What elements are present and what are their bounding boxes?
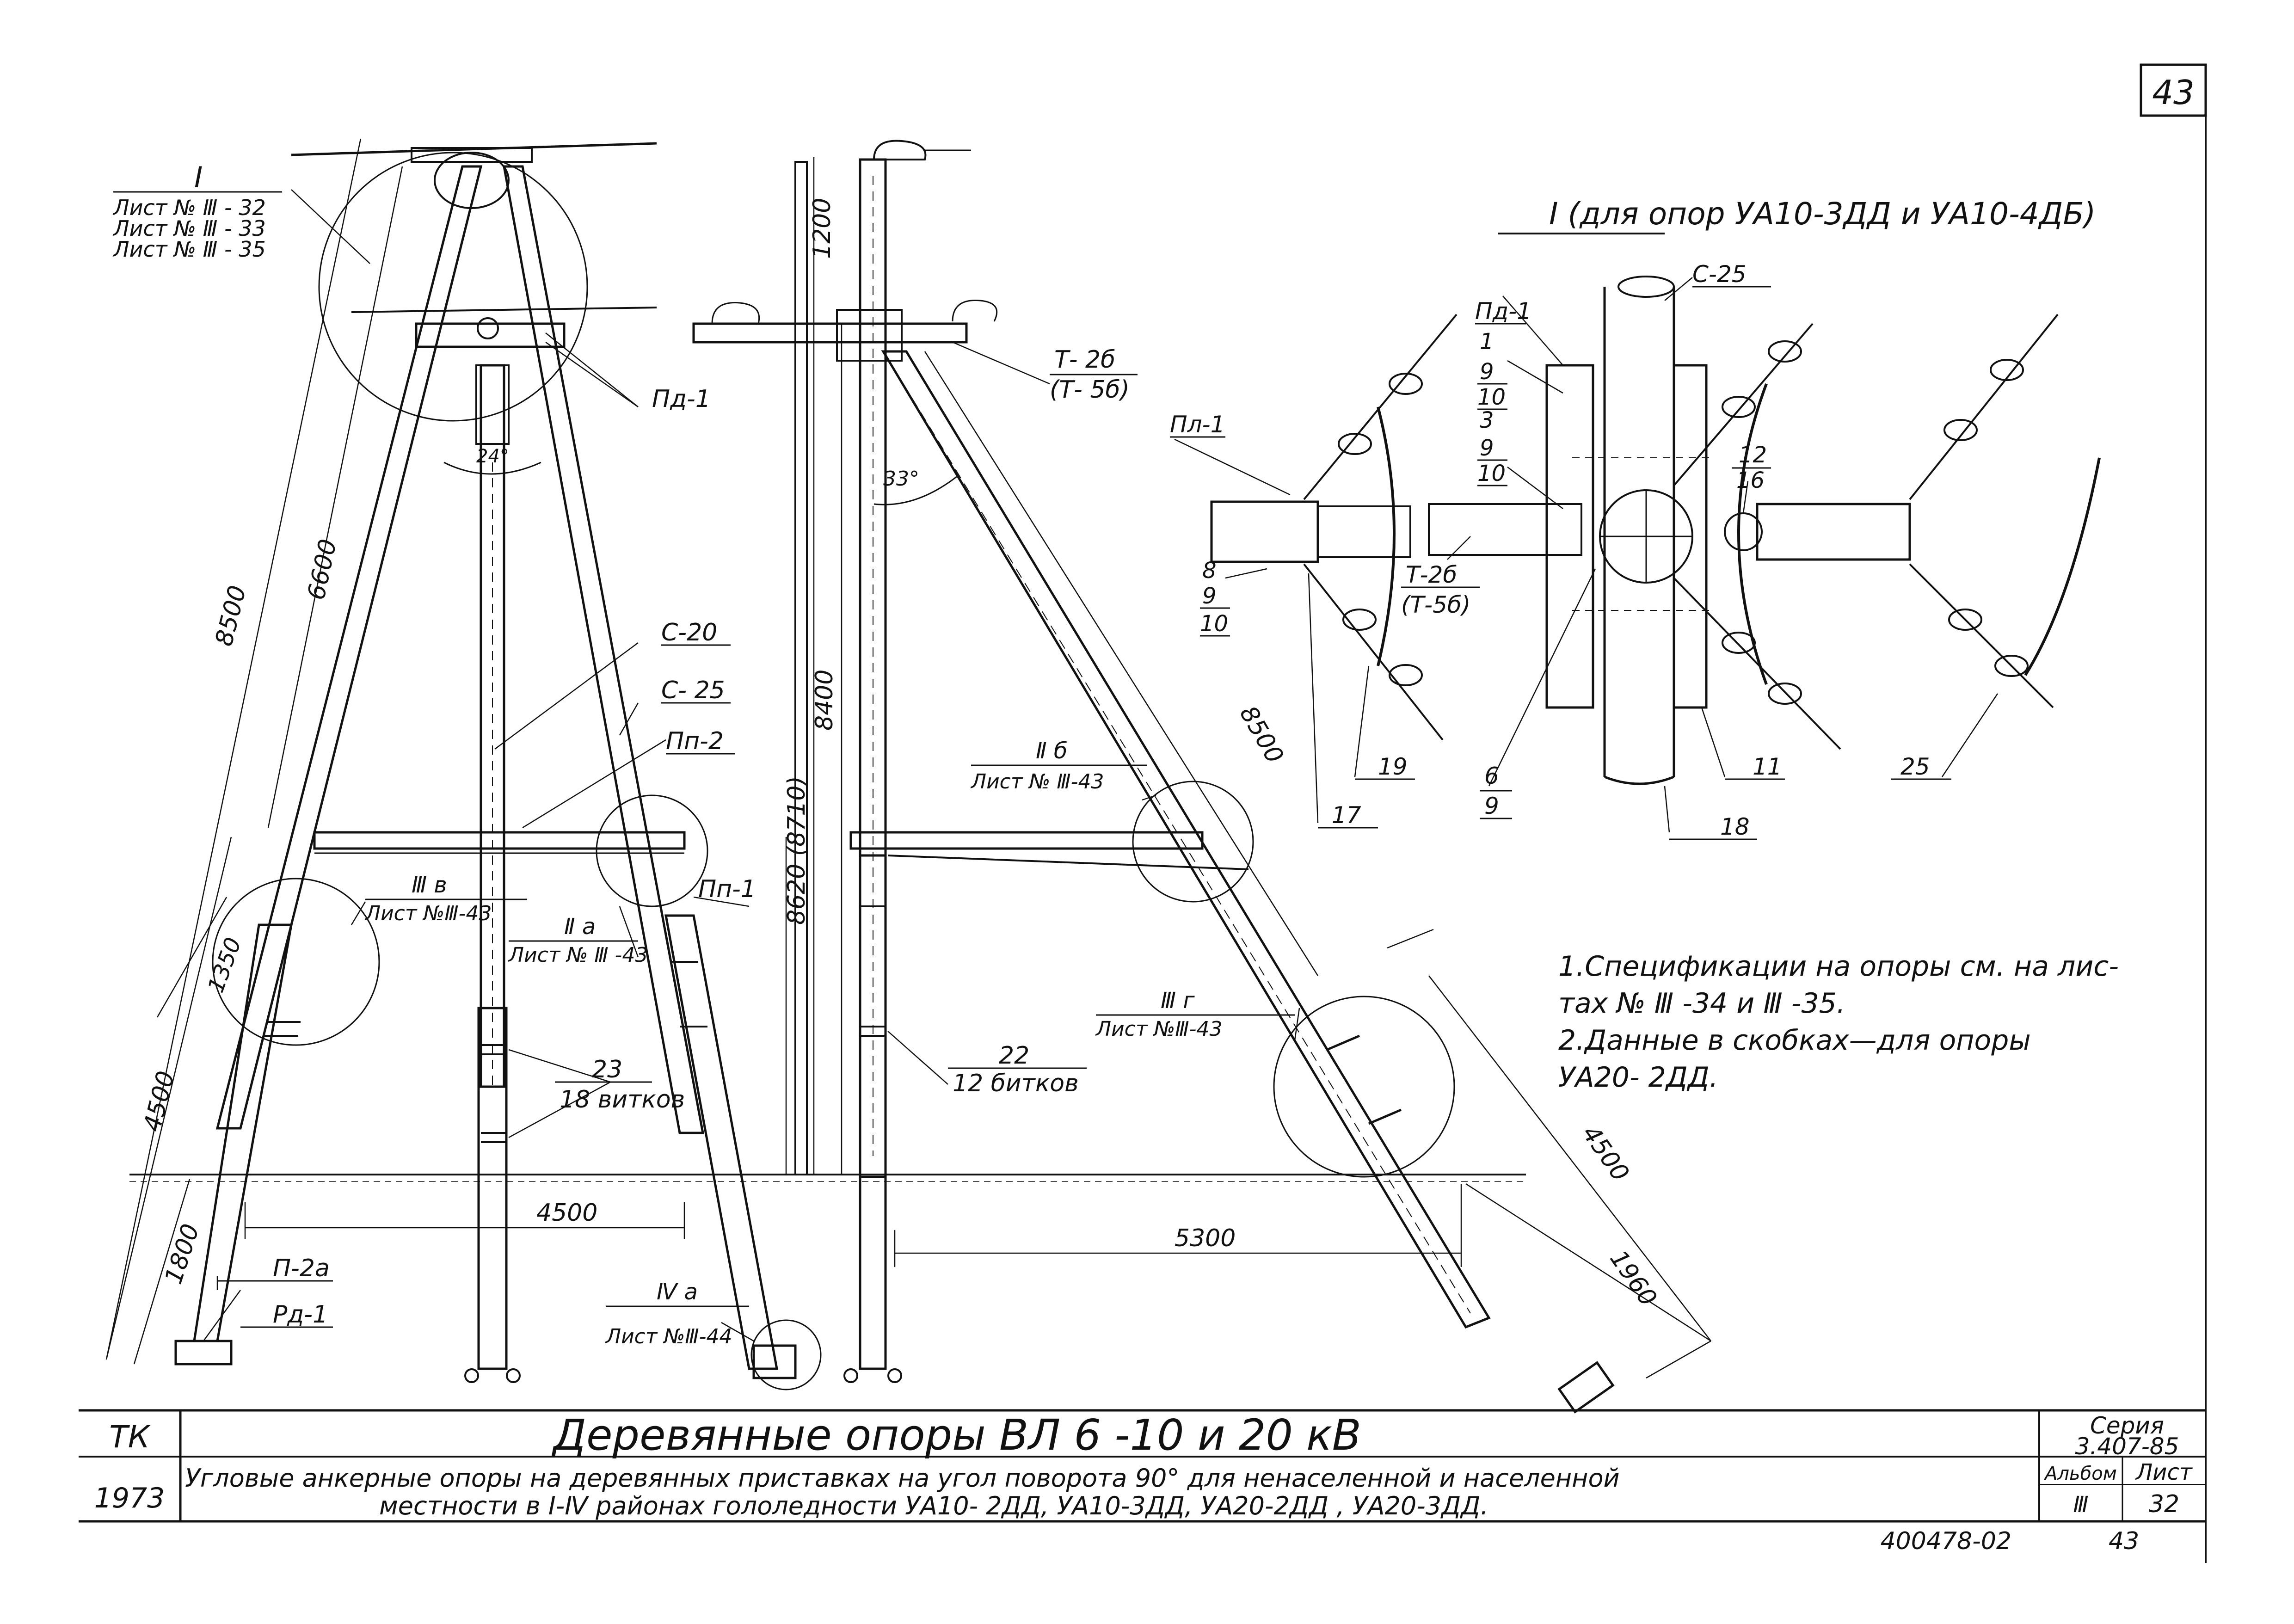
dim-8400: 8400 — [811, 670, 838, 731]
label-t56: (Т- 5б) — [1050, 376, 1130, 404]
note-line-2: тах № Ⅲ -34 и Ⅲ -35. — [1558, 987, 1845, 1020]
note-line-3: 2.Данные в скобках—для опоры — [1558, 1024, 2031, 1057]
callout-IIIv-id: Ⅲ в — [412, 872, 447, 898]
note-line-4: УА20- 2ДД. — [1558, 1061, 1718, 1094]
detail-label-1: 1 — [1480, 329, 1494, 355]
main-title: Деревянные опоры ВЛ 6 -10 и 20 кВ — [551, 1410, 1361, 1460]
detail-label-11: 11 — [1753, 753, 1782, 780]
detail-label-10c: 10 — [1200, 611, 1228, 637]
detail-label-9b: 9 — [1480, 435, 1494, 461]
callout-I-ref-3: Лист № Ⅲ - 35 — [112, 237, 266, 262]
detail-label-8: 8 — [1202, 558, 1217, 584]
callout-IIa-id: Ⅱ а — [564, 914, 596, 940]
detail-label-18: 18 — [1720, 813, 1750, 840]
callout-IIIg-ref: Лист №Ⅲ-43 — [1095, 1017, 1222, 1041]
detail-label-25: 25 — [1900, 753, 1930, 780]
label-s20: С-20 — [661, 619, 717, 646]
callout-IIIv-ref: Лист №Ⅲ-43 — [364, 902, 492, 925]
detail-label-6: 6 — [1484, 763, 1499, 789]
detail-label-pd1: Пд-1 — [1475, 298, 1531, 325]
doc-number: 400478-02 — [1881, 1527, 2011, 1555]
detail-label-12: 12 — [1739, 442, 1767, 468]
detail-view-I: I (для опор УА10-3ДД и УА10-4ДБ) — [1170, 196, 2101, 840]
detail-label-t56: (Т-5б) — [1401, 591, 1470, 618]
label-t26: Т- 2б — [1054, 346, 1115, 374]
detail-label-t26: Т-2б — [1406, 561, 1457, 588]
label-pd1: Пд-1 — [652, 385, 711, 413]
dim-1200: 1200 — [808, 198, 836, 259]
detail-label-10b: 10 — [1477, 461, 1506, 486]
note-line-1: 1.Спецификации на опоры см. на лис- — [1558, 950, 2119, 983]
detail-label-10a: 10 — [1477, 384, 1506, 410]
label-pp1: Пп-1 — [698, 875, 756, 903]
page-number: 43 — [2109, 1527, 2139, 1555]
callout-IIb-ref: Лист № Ⅲ-43 — [970, 770, 1104, 794]
label-23: 23 — [592, 1056, 622, 1083]
dim-8620: 8620 (8710) — [783, 776, 811, 925]
detail-label-9c: 9 — [1202, 583, 1217, 609]
label-12-bitkov: 12 битков — [953, 1070, 1079, 1097]
label-s25: С- 25 — [661, 677, 725, 704]
callout-IIa-ref: Лист № Ⅲ -43 — [508, 943, 648, 967]
callout-I-ref-1: Лист № Ⅲ - 32 — [112, 195, 266, 220]
label-18-vitkov: 18 витков — [560, 1086, 685, 1113]
callout-I-id: I — [194, 160, 203, 194]
detail-label-s25: С-25 — [1692, 261, 1747, 288]
label-angle-33: 33° — [883, 467, 919, 491]
subtitle-line-1: Угловые анкерные опоры на деревянных при… — [185, 1464, 1620, 1493]
sheet-value: 32 — [2149, 1490, 2179, 1518]
detail-label-9d: 9 — [1484, 793, 1499, 819]
detail-title: I (для опор УА10-3ДД и УА10-4ДБ) — [1549, 196, 2096, 232]
callout-IIb-id: Ⅱ б — [1036, 738, 1067, 764]
label-pp2: Пп-2 — [666, 727, 724, 755]
callout-IIIg-id: Ⅲ г — [1161, 988, 1195, 1014]
callout-IVa-ref: Лист №Ⅲ-44 — [605, 1325, 732, 1348]
callout-IVa-id: Ⅳ а — [657, 1279, 698, 1305]
subtitle-line-2: местности в I-Ⅳ районах гололедности УА1… — [379, 1491, 1488, 1520]
detail-label-19: 19 — [1378, 753, 1408, 780]
sheet-label: Лист — [2135, 1459, 2193, 1485]
series-value: 3.407-85 — [2075, 1433, 2179, 1460]
series-label: Серия — [2090, 1412, 2164, 1439]
detail-label-16: 16 — [1736, 468, 1765, 493]
sheet-number-box: 43 — [2140, 63, 2207, 117]
year: 1973 — [94, 1482, 165, 1514]
org-code: ТК — [109, 1419, 151, 1455]
detail-label-3: 3 — [1480, 407, 1494, 433]
album-label: Альбом — [2043, 1463, 2117, 1484]
label-angle-24: 24° — [476, 446, 509, 467]
label-22: 22 — [999, 1042, 1029, 1070]
dim-4500-horizontal: 4500 — [536, 1199, 597, 1227]
detail-label-17: 17 — [1332, 802, 1361, 829]
callout-I-ref-2: Лист № Ⅲ - 33 — [112, 216, 266, 241]
detail-label-pl1: Пл-1 — [1170, 411, 1225, 438]
notes-block: 1.Спецификации на опоры см. на лис- тах … — [1558, 950, 2119, 1094]
label-p2a: П-2а — [273, 1255, 330, 1282]
label-rg1: Рд-1 — [273, 1301, 328, 1329]
sheet-number: 43 — [2152, 73, 2195, 112]
album-value: Ⅲ — [2073, 1492, 2088, 1518]
ground-line — [129, 1174, 1526, 1182]
dim-5300: 5300 — [1175, 1224, 1236, 1252]
detail-label-9a: 9 — [1480, 359, 1494, 385]
title-block: ТК 1973 Деревянные опоры ВЛ 6 -10 и 20 к… — [79, 1409, 2206, 1555]
